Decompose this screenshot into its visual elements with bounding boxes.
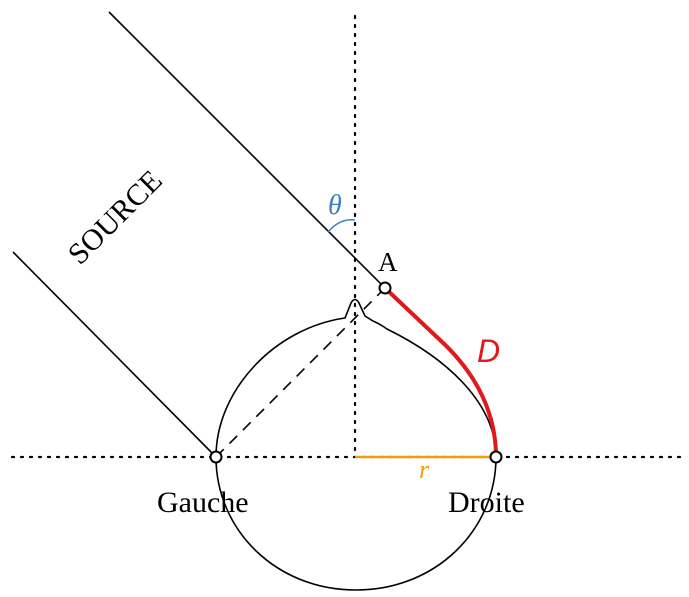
head-lower-arc xyxy=(215,456,497,591)
left-ear-label: Gauche xyxy=(157,486,249,519)
source-label: SOURCE xyxy=(62,164,169,271)
distance-path xyxy=(383,286,498,459)
head-outline xyxy=(215,298,497,458)
point-left-ear xyxy=(209,450,223,464)
point-right-ear xyxy=(489,450,503,464)
right-ear-label: Droite xyxy=(448,486,525,519)
theta-label: θ xyxy=(328,190,342,221)
source-beam-lower-edge xyxy=(12,251,217,458)
dashed-path-left-to-a xyxy=(215,287,386,458)
radius-label: r xyxy=(419,455,430,484)
theta-arc xyxy=(327,218,356,233)
source-beam-upper-edge xyxy=(108,11,386,289)
point-a-label: A xyxy=(378,247,398,277)
point-a xyxy=(378,281,392,295)
distance-label: D xyxy=(477,333,500,369)
